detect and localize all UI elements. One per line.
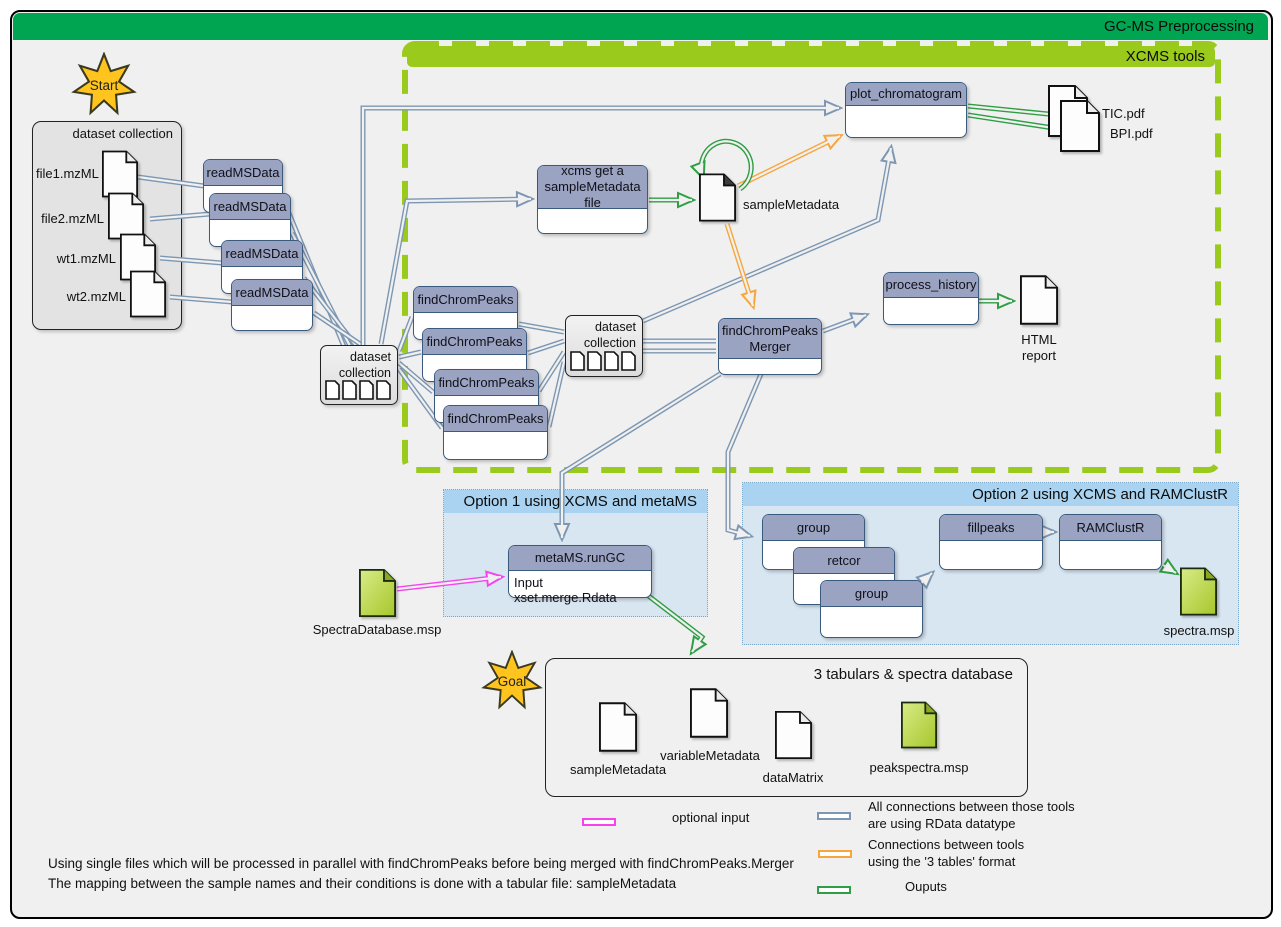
file-icon-peakspectra-msp[interactable] [901, 700, 937, 755]
tool-plot-chromatogram[interactable]: plot_chromatogram [845, 82, 967, 138]
tool-readmsdata-2[interactable]: readMSData [209, 193, 291, 247]
file-icon-samplemetadata-out[interactable] [599, 701, 637, 758]
tool-process-history[interactable]: process_history [883, 272, 979, 325]
collection-label: dataset collection [583, 320, 636, 351]
collection-label: dataset collection [338, 350, 391, 381]
file-icon-mzml[interactable] [102, 150, 138, 203]
goal-label: Goal [497, 673, 527, 689]
option2-title: Option 2 using XCMS and RAMClustR [743, 483, 1238, 506]
option1-title: Option 1 using XCMS and metaMS [444, 490, 707, 513]
file-icon-mzml[interactable] [130, 270, 166, 323]
start-label: Start [89, 77, 119, 93]
xcms-region-title: XCMS tools [407, 46, 1215, 67]
tool-metams-rungc[interactable]: metaMS.runGC Input xset.merge.Rdata [508, 545, 652, 605]
note-line: The mapping between the sample names and… [48, 876, 677, 891]
legend-optional-label: optional input [672, 810, 750, 825]
tool-fillpeaks[interactable]: fillpeaks [939, 514, 1043, 570]
tool-group-2[interactable]: group [820, 580, 923, 638]
spectra-msp-label: spectra.msp [1163, 623, 1235, 638]
tool-findchrompeaks-4[interactable]: findChromPeaks [443, 405, 548, 460]
file-icon-bpi-pdf[interactable] [1060, 100, 1100, 157]
legend-outputs-label: Ouputs [905, 879, 947, 894]
file-icon-html-report[interactable] [1020, 273, 1058, 332]
samplemetadata-label: sampleMetadata [743, 197, 840, 212]
goal-star-icon [481, 649, 543, 710]
optional-input-swatch [582, 818, 616, 826]
start-star-icon [71, 51, 137, 116]
note-line: Using single files which will be process… [48, 856, 794, 871]
xcms-title-text: XCMS tools [1125, 48, 1205, 65]
goal-file-label: dataMatrix [762, 770, 824, 785]
page-title: GC-MS Preprocessing [1103, 18, 1254, 35]
tool-readmsdata-4[interactable]: readMSData [231, 279, 313, 331]
outputs-swatch [817, 886, 851, 894]
bpi-pdf-label: BPI.pdf [1110, 126, 1153, 141]
title-bar: GC-MS Preprocessing [13, 13, 1268, 40]
file-icon [325, 380, 393, 405]
tool-findchrompeaks-merger[interactable]: findChromPeaks Merger [718, 318, 822, 375]
input-file-label: wt1.mzML [56, 251, 116, 266]
file-icon-spectra-msp[interactable] [1180, 565, 1217, 623]
legend-tables-label: Connections between tools using the '3 t… [868, 837, 1025, 869]
goal-box-title: 3 tabulars & spectra database [813, 666, 1013, 683]
file-icon-spectradatabase-msp[interactable] [359, 568, 396, 623]
file-icon-mzml[interactable] [120, 233, 156, 286]
file-icon-variablemetadata[interactable] [690, 687, 728, 744]
goal-file-label: sampleMetadata [569, 762, 667, 777]
file-icon [570, 351, 638, 376]
spectradatabase-label: SpectraDatabase.msp [312, 622, 442, 637]
goal-badge: Goal [481, 649, 543, 712]
input-file-label: file2.mzML [41, 211, 104, 226]
tool-readmsdata-1[interactable]: readMSData [203, 159, 283, 213]
input-file-label: wt2.mzML [66, 289, 126, 304]
tool-ramclustr[interactable]: RAMClustR [1059, 514, 1162, 570]
tool-xcms-get-samplemetadata[interactable]: xcms get a sampleMetadata file [537, 163, 648, 234]
rdata-swatch [817, 812, 851, 820]
legend-rdata-label: All connections between those tools are … [868, 799, 1075, 831]
file-icon-samplemetadata[interactable] [699, 172, 736, 228]
goal-file-label: peakspectra.msp [869, 760, 969, 775]
html-report-label: report [1022, 348, 1056, 363]
start-badge: Start [71, 51, 137, 118]
tables-swatch [818, 850, 852, 858]
file-icon-mzml[interactable] [108, 192, 144, 245]
input-collection-title: dataset collection [72, 126, 173, 141]
goal-file-label: variableMetadata [660, 748, 760, 763]
file-icon-datamatrix[interactable] [775, 709, 812, 766]
tic-pdf-label: TIC.pdf [1102, 106, 1145, 121]
html-report-label: HTML [1021, 332, 1057, 347]
input-file-label: file1.mzML [36, 166, 99, 181]
